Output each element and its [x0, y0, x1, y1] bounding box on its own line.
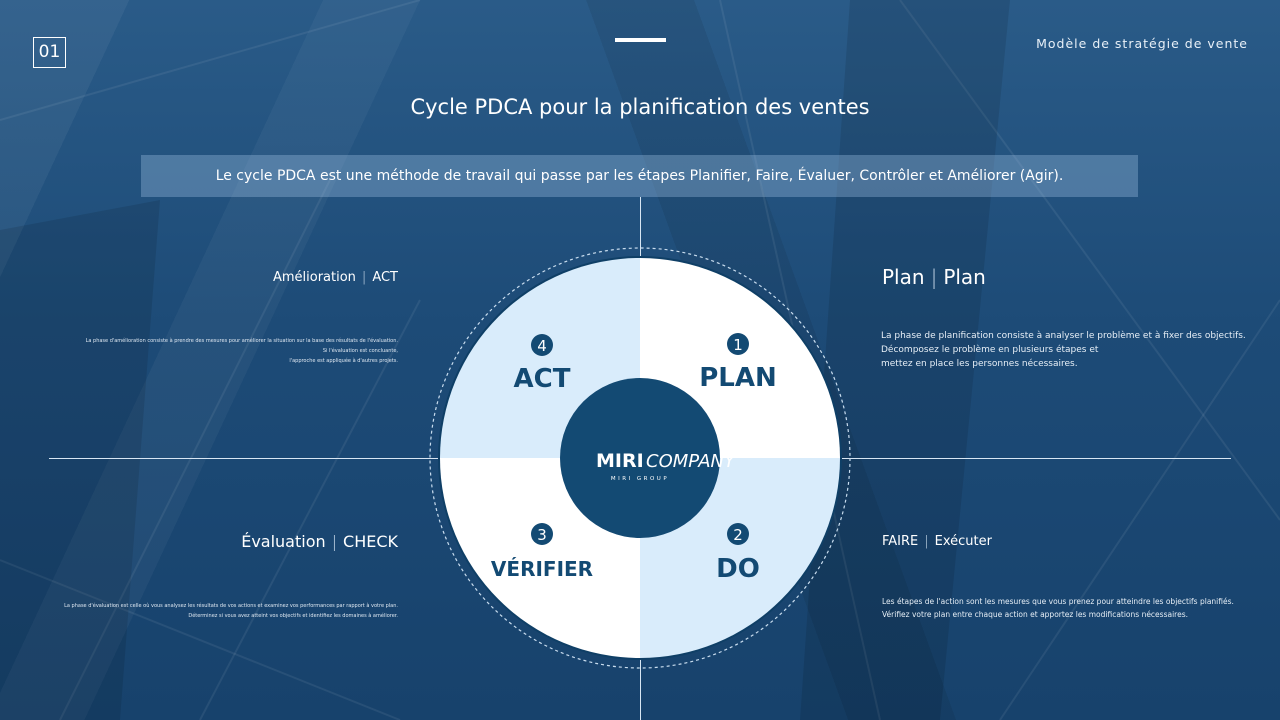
act-line-1: La phase d'amélioration consiste à prend…: [85, 338, 398, 344]
check-line-1: La phase d'évaluation est celle où vous …: [64, 603, 398, 609]
do-tag: Exécuter: [934, 534, 992, 549]
deck-title: Modèle de stratégie de vente: [1036, 36, 1248, 51]
plan-number-badge: [727, 333, 749, 355]
plan-heading: Plan|Plan: [882, 265, 986, 289]
page-title: Cycle PDCA pour la planification des ven…: [410, 95, 870, 119]
logo-tagline: MIRI GROUP: [611, 476, 669, 482]
act-description: La phase d'amélioration consiste à prend…: [86, 336, 398, 366]
do-label: DO: [716, 554, 760, 584]
do-number-badge: [727, 523, 749, 545]
intro-banner: Le cycle PDCA est une méthode de travail…: [141, 155, 1138, 197]
act-tag: ACT: [372, 270, 398, 285]
logo-mark: MIRI: [596, 450, 644, 472]
plan-line-3: mettez en place les personnes nécessaire…: [881, 359, 1078, 369]
plan-description: La phase de planification consiste à ana…: [881, 329, 1246, 371]
do-line-1: Les étapes de l'action sont les mesures …: [882, 597, 1234, 606]
do-heading: FAIRE|Exécuter: [882, 534, 992, 549]
act-heading: Amélioration|ACT: [272, 270, 398, 285]
outer-dashed-ring: [429, 247, 851, 669]
plan-number: 1: [733, 336, 743, 354]
act-line-3: l'approche est appliquée à d'autres proj…: [289, 358, 398, 364]
check-title: Évaluation: [241, 532, 326, 551]
do-number: 2: [733, 526, 743, 544]
check-description: La phase d'évaluation est celle où vous …: [64, 601, 398, 621]
center-circle: [560, 378, 720, 538]
company-logo: MIRI COMPANY MIRI GROUP: [596, 450, 737, 482]
logo-name: COMPANY: [646, 451, 737, 472]
plan-label: PLAN: [699, 363, 777, 393]
act-line-2: Si l'évaluation est concluante,: [322, 348, 398, 354]
top-accent-bar: [615, 38, 666, 42]
check-number-badge: [531, 523, 553, 545]
do-line-2: Vérifiez votre plan entre chaque action …: [882, 610, 1188, 619]
plan-title: Plan: [882, 265, 925, 289]
check-label: VÉRIFIER: [491, 557, 593, 581]
check-line-2: Déterminez si vous avez atteint vos obje…: [188, 613, 398, 619]
act-label: ACT: [514, 364, 571, 394]
act-number-badge: [531, 334, 553, 356]
do-description: Les étapes de l'action sont les mesures …: [882, 595, 1234, 621]
check-tag: CHECK: [343, 532, 398, 551]
do-title: FAIRE: [882, 534, 919, 549]
plan-line-1: La phase de planification consiste à ana…: [881, 331, 1246, 341]
check-number: 3: [537, 526, 547, 544]
plan-line-2: Décomposez le problème en plusieurs étap…: [881, 345, 1099, 355]
check-heading: Évaluation|CHECK: [241, 532, 398, 551]
pdca-cycle-diagram: MIRI COMPANY MIRI GROUP 1 PLAN 2 DO 3 VÉ…: [429, 247, 851, 669]
act-number: 4: [537, 337, 547, 355]
plan-tag: Plan: [943, 265, 986, 289]
act-title: Amélioration: [272, 270, 356, 285]
slide-number: 01: [33, 37, 66, 68]
